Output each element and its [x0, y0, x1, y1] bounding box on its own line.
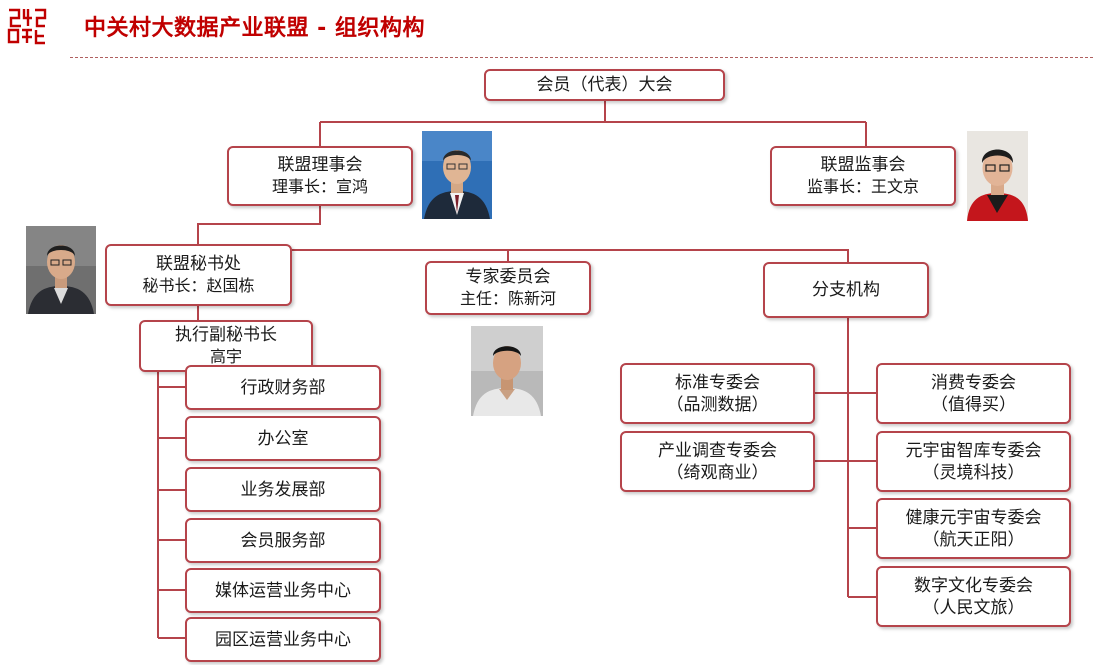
connector-middle-branch	[292, 249, 849, 262]
department-label: 媒体运营业务中心	[215, 580, 351, 601]
committee-box: 数字文化专委会 （人民文旅）	[876, 566, 1071, 627]
department-label: 办公室	[257, 428, 309, 449]
department-label: 行政财务部	[240, 377, 326, 398]
committee-org: （值得买）	[931, 394, 1016, 415]
department-label: 会员服务部	[240, 530, 326, 551]
expert-committee-label: 专家委员会	[465, 267, 551, 287]
department-box: 办公室	[185, 416, 381, 461]
committee-box: 健康元宇宙专委会 （航天正阳）	[876, 498, 1071, 559]
committee-label: 消费专委会	[931, 372, 1016, 393]
exec-deputy-leader: 高宇	[209, 347, 242, 366]
secretary-general-photo	[26, 226, 96, 314]
supervisory-label: 联盟监事会	[820, 155, 906, 175]
committee-box: 消费专委会 （值得买）	[876, 363, 1071, 424]
exec-deputy-label: 执行副秘书长	[175, 325, 277, 345]
council-chair-photo	[422, 131, 492, 219]
committee-label: 产业调查专委会	[658, 440, 777, 461]
assembly-label: 会员（代表）大会	[536, 75, 673, 95]
exec-deputy-box: 执行副秘书长 高宇	[139, 320, 313, 372]
expert-committee-leader: 主任：陈新河	[459, 289, 556, 308]
department-box: 会员服务部	[185, 518, 381, 563]
department-label: 业务发展部	[240, 479, 326, 500]
committee-label: 数字文化专委会	[914, 575, 1033, 596]
branches-label: 分支机构	[812, 280, 880, 300]
page-title: 中关村大数据产业联盟 - 组织构构	[84, 16, 425, 41]
council-label: 联盟理事会	[277, 155, 363, 175]
committee-box: 标准专委会 （品测数据）	[620, 363, 815, 424]
committee-org: （灵境科技）	[922, 462, 1025, 483]
department-label: 园区运营业务中心	[215, 629, 351, 650]
supervisory-chair-photo	[967, 131, 1028, 221]
secretariat-box: 联盟秘书处 秘书长：赵国栋	[105, 244, 292, 306]
committee-org: （人民文旅）	[922, 597, 1025, 618]
committee-org: （品测数据）	[666, 394, 769, 415]
department-box: 行政财务部	[185, 365, 381, 410]
secretariat-leader: 秘书长：赵国栋	[142, 276, 255, 295]
department-box: 业务发展部	[185, 467, 381, 512]
council-box: 联盟理事会 理事长：宣鸿	[227, 146, 413, 206]
department-box: 园区运营业务中心	[185, 617, 381, 662]
header-divider	[70, 57, 1093, 58]
assembly-box: 会员（代表）大会	[484, 69, 725, 101]
committee-label: 标准专委会	[675, 372, 760, 393]
seal-logo-icon	[6, 6, 48, 46]
council-leader: 理事长：宣鸿	[271, 177, 368, 196]
secretariat-label: 联盟秘书处	[156, 254, 241, 274]
committee-box: 产业调查专委会 （绮观商业）	[620, 431, 815, 492]
expert-committee-box: 专家委员会 主任：陈新河	[425, 261, 591, 315]
committee-box: 元宇宙智库专委会 （灵境科技）	[876, 431, 1071, 492]
supervisory-leader: 监事长：王文京	[806, 177, 919, 196]
committee-org: （绮观商业）	[666, 462, 769, 483]
committee-label: 健康元宇宙专委会	[905, 507, 1042, 528]
committee-label: 元宇宙智库专委会	[905, 440, 1042, 461]
committee-org: （航天正阳）	[922, 529, 1025, 550]
supervisory-box: 联盟监事会 监事长：王文京	[770, 146, 956, 206]
expert-director-photo	[471, 326, 543, 416]
connector-council-down	[197, 206, 321, 246]
branches-box: 分支机构	[763, 262, 929, 318]
department-box: 媒体运营业务中心	[185, 568, 381, 613]
